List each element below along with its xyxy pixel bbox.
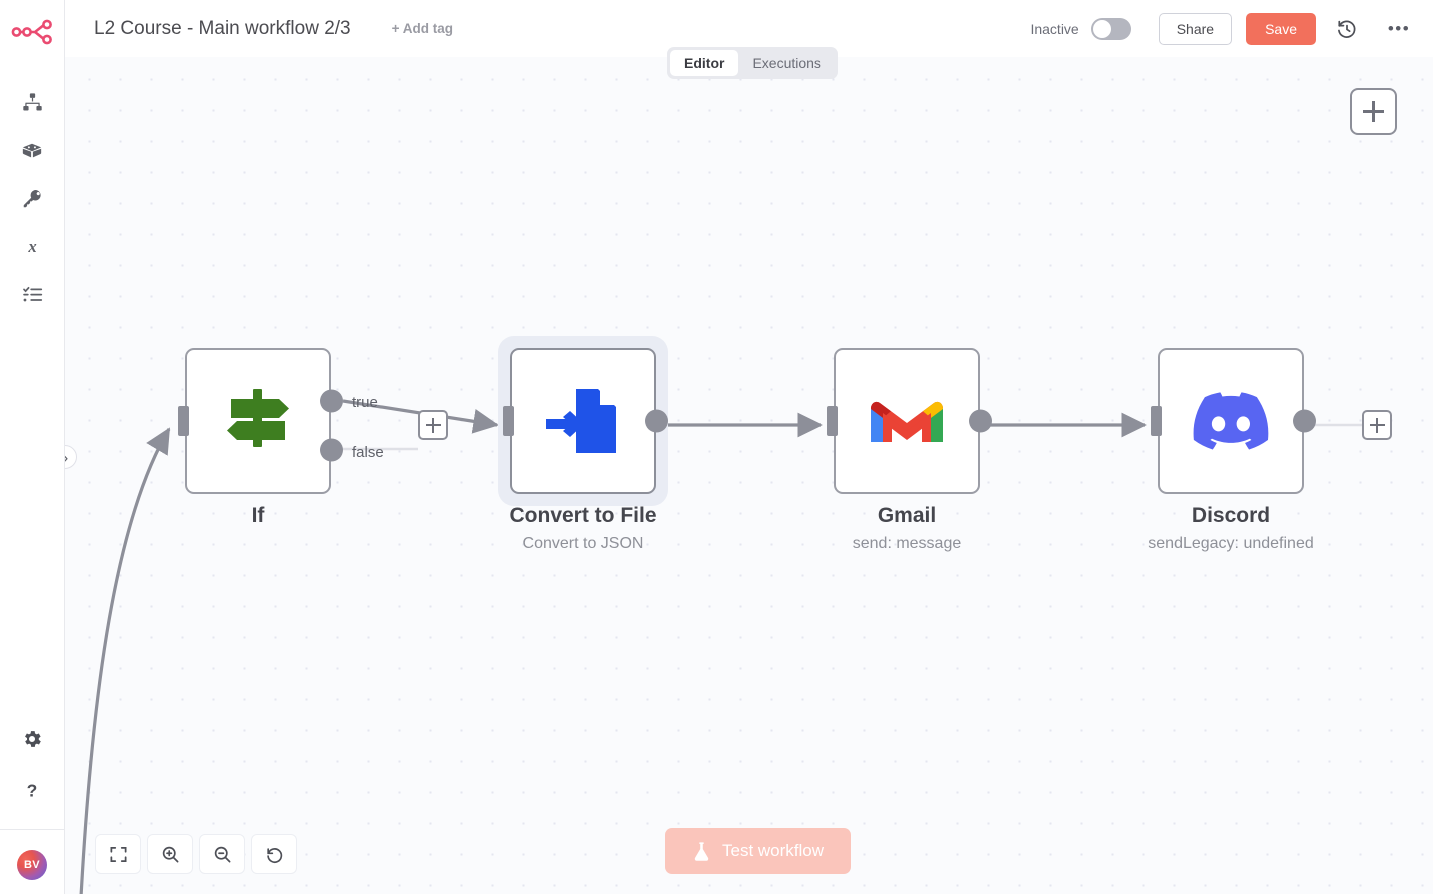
add-node-button[interactable] <box>1350 88 1397 135</box>
sitemap-icon <box>22 92 42 111</box>
node-discord-input-port[interactable] <box>1151 406 1162 436</box>
discord-icon <box>1193 392 1269 450</box>
user-avatar[interactable]: BV <box>17 850 47 880</box>
key-icon <box>23 189 41 207</box>
magnifier-plus-icon <box>162 846 178 862</box>
task-list-icon <box>22 286 42 301</box>
zoom-in-button[interactable] <box>147 834 193 874</box>
sidebar-item-variables[interactable]: x <box>9 222 55 270</box>
n8n-logo-icon <box>11 19 52 44</box>
node-gmail-output-port[interactable] <box>969 409 992 433</box>
signpost-icon <box>227 389 289 447</box>
test-workflow-label: Test workflow <box>722 841 825 860</box>
port-label-true: true <box>352 394 378 411</box>
svg-text:?: ? <box>27 781 38 801</box>
connection-layer <box>79 399 1362 894</box>
add-node-after-discord[interactable] <box>1362 410 1392 440</box>
more-options-button[interactable]: ••• <box>1387 18 1411 38</box>
tab-executions[interactable]: Executions <box>752 55 821 71</box>
test-workflow-button[interactable]: Test workflow <box>665 828 852 874</box>
variable-x-icon: x <box>27 237 36 256</box>
history-clock-icon <box>1338 19 1356 38</box>
sidebar-item-templates[interactable] <box>9 126 55 174</box>
undo-arrow-icon <box>266 847 282 863</box>
fit-screen-icon <box>110 846 126 862</box>
toggle-knob <box>1092 19 1111 38</box>
sidebar-item-help[interactable]: ? <box>9 767 55 815</box>
magnifier-minus-icon <box>214 846 230 862</box>
node-gmail-input-port[interactable] <box>827 406 838 436</box>
sidebar-item-executions[interactable] <box>9 270 55 318</box>
node-if-output-true[interactable] <box>320 389 343 413</box>
package-icon <box>22 143 42 158</box>
connection-incoming-to-if <box>79 427 171 894</box>
node-if-box[interactable] <box>185 348 331 494</box>
save-button[interactable]: Save <box>1246 12 1316 45</box>
sidebar-item-credentials[interactable] <box>9 174 55 222</box>
left-sidebar: x <box>0 0 65 894</box>
node-convert-to-file-output-port[interactable] <box>645 409 668 433</box>
file-import-icon <box>546 389 616 453</box>
node-discord[interactable]: Discord sendLegacy: undefined <box>1148 348 1316 552</box>
workflow-history-button[interactable] <box>1334 16 1360 42</box>
node-if-input-port[interactable] <box>178 406 189 436</box>
reset-zoom-button[interactable] <box>251 834 297 874</box>
node-convert-to-file-box[interactable] <box>510 348 656 494</box>
sidebar-divider <box>0 829 65 830</box>
gear-icon <box>25 731 41 747</box>
sidebar-item-settings[interactable] <box>9 715 55 763</box>
svg-text:x: x <box>27 237 36 256</box>
node-gmail-box[interactable] <box>834 348 980 494</box>
workflow-title[interactable]: L2 Course - Main workflow 2/3 <box>94 17 351 39</box>
node-discord-output-port[interactable] <box>1293 409 1316 433</box>
flask-icon <box>694 841 709 861</box>
n8n-logo[interactable] <box>0 0 65 64</box>
editor-executions-tabs: Editor Executions <box>667 47 838 79</box>
activation-status-label: Inactive <box>1030 20 1079 37</box>
share-button[interactable]: Share <box>1158 12 1233 45</box>
chevron-right-icon: › <box>65 449 68 466</box>
node-if-output-false[interactable] <box>320 438 343 462</box>
workflow-canvas[interactable]: › true false If <box>65 57 1433 894</box>
activation-toggle[interactable] <box>1090 17 1131 40</box>
gmail-icon <box>871 401 943 446</box>
zoom-out-button[interactable] <box>199 834 245 874</box>
tab-editor[interactable]: Editor <box>670 50 739 76</box>
node-convert-to-file[interactable]: Convert to File Convert to JSON <box>498 336 668 552</box>
node-convert-to-file-input-port[interactable] <box>503 406 514 436</box>
sidebar-item-workflows[interactable] <box>9 78 55 126</box>
node-discord-box[interactable] <box>1158 348 1304 494</box>
add-tag-button[interactable]: + Add tag <box>391 21 453 36</box>
question-mark-icon: ? <box>27 781 38 801</box>
zoom-controls <box>95 834 297 874</box>
zoom-to-fit-button[interactable] <box>95 834 141 874</box>
node-if[interactable]: true false If <box>178 348 384 527</box>
add-node-after-false-output[interactable] <box>418 410 448 440</box>
header-actions: Inactive Share Save ••• <box>1030 12 1433 45</box>
node-gmail[interactable]: Gmail send: message <box>827 348 992 552</box>
port-label-false: false <box>352 444 384 461</box>
